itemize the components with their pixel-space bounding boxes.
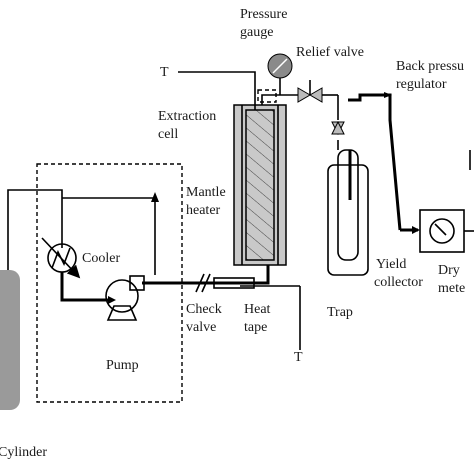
pressure-gauge-label-1: Pressure	[240, 7, 287, 22]
dry-gas-meter-dial-icon	[429, 218, 455, 244]
mantle-heater-label-1: Mantle	[186, 185, 226, 200]
trap-label: Trap	[327, 305, 353, 320]
thermocouple-bottom-label: T	[294, 350, 303, 365]
yield-collector	[337, 149, 359, 261]
check-valve-icon	[195, 273, 205, 293]
heat-tape-label-1: Heat	[244, 302, 271, 317]
heat-tape	[213, 277, 255, 289]
cooling-pump-enclosure	[36, 163, 183, 403]
co2-cylinder	[0, 270, 20, 410]
check-valve-label-2: valve	[186, 320, 216, 335]
check-valve-label-1: Check	[186, 302, 222, 317]
extraction-cell-label-1: Extraction	[158, 109, 216, 124]
extraction-cell-label-2: cell	[158, 127, 178, 142]
back-pressure-label-1: Back pressu	[396, 59, 464, 74]
thermocouple-top-label: T	[160, 65, 169, 80]
pressure-gauge-label-2: gauge	[240, 25, 273, 40]
cell-outlet-line	[261, 94, 300, 105]
relief-valve-label: Relief valve	[296, 45, 364, 60]
pump-to-cell-line	[142, 262, 270, 285]
to-back-pressure-line	[348, 93, 402, 231]
yield-collector-label-1: Yield	[376, 257, 406, 272]
trap-vessel	[327, 164, 369, 276]
relief-valve-icon[interactable]	[297, 87, 311, 103]
pump-base	[106, 305, 138, 321]
heat-tape-label-2: tape	[244, 320, 267, 335]
dry-meter-label-1: Dry	[438, 263, 460, 278]
extraction-cell	[245, 109, 275, 261]
thermocouple-top-line	[178, 71, 256, 110]
cooler-to-pump-line	[60, 272, 112, 302]
pump-icon	[105, 279, 139, 313]
mantle-heater-label-2: heater	[186, 203, 221, 218]
pump-label: Pump	[106, 358, 139, 373]
dry-meter-label-2: mete	[438, 281, 465, 296]
cylinder-label: Cylinder	[0, 445, 47, 460]
bypass-arrow	[151, 192, 159, 202]
back-pressure-label-2: regulator	[396, 77, 447, 92]
yield-collector-label-2: collector	[374, 275, 423, 290]
outlet-fitting	[257, 89, 277, 103]
cylinder-outlet-line	[7, 189, 63, 270]
cooler-label: Cooler	[82, 251, 120, 266]
cooler-arrow	[41, 237, 81, 279]
